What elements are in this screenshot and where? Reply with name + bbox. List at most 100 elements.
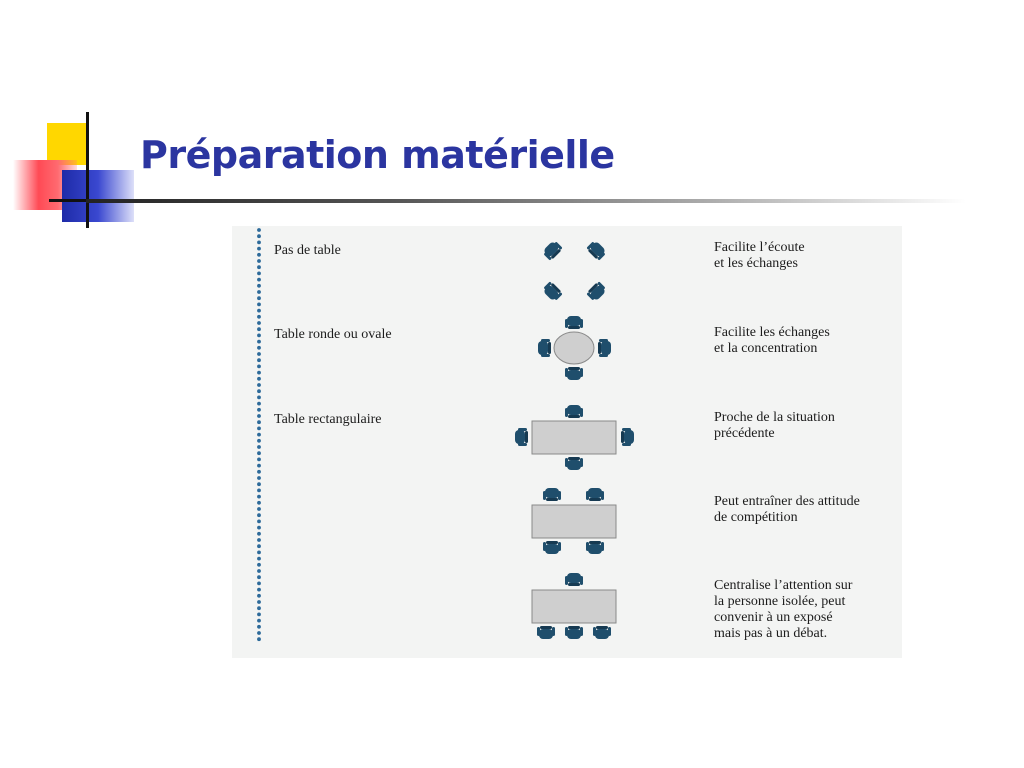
margin-dot xyxy=(257,401,261,406)
margin-dot xyxy=(257,333,261,338)
margin-dot xyxy=(257,395,261,400)
description-line: la personne isolée, peut xyxy=(714,594,846,609)
logo-blue-square xyxy=(62,170,134,222)
logo xyxy=(0,0,140,240)
margin-dot xyxy=(257,228,261,232)
chair-icon xyxy=(565,316,583,329)
row-description-1: Facilite l’écoute et les échanges xyxy=(714,240,805,272)
margin-dot xyxy=(257,438,261,443)
chair-icon xyxy=(565,367,583,380)
margin-dot xyxy=(257,562,261,567)
layout-face-to-face-table xyxy=(531,488,617,554)
margin-dot xyxy=(257,575,261,580)
seating-diagrams xyxy=(515,239,634,639)
chair-icon xyxy=(585,280,608,303)
margin-dot xyxy=(257,321,261,325)
row-label-no-table: Pas de table xyxy=(274,243,341,258)
margin-dot xyxy=(257,618,261,623)
title-underline xyxy=(86,199,966,203)
chair-icon xyxy=(621,428,634,446)
margin-dot xyxy=(257,426,261,431)
margin-dot xyxy=(257,277,261,282)
margin-dot xyxy=(257,314,261,319)
page-title: Préparation matérielle xyxy=(140,133,615,177)
margin-dot xyxy=(257,463,261,468)
rect-table-shape xyxy=(531,504,617,539)
margin-dot xyxy=(257,339,261,344)
chair-icon xyxy=(565,573,583,586)
margin-dot xyxy=(257,358,261,363)
margin-dot xyxy=(257,308,261,313)
layout-no-table xyxy=(541,239,608,303)
margin-dot xyxy=(257,469,261,474)
chair-icon xyxy=(515,428,528,446)
row-description-5: Centralise l’attention sur la personne i… xyxy=(714,578,852,642)
margin-dot xyxy=(257,531,261,536)
margin-dot xyxy=(257,581,261,586)
margin-dot xyxy=(257,544,261,549)
chair-icon xyxy=(565,405,583,418)
chair-icon xyxy=(586,541,604,554)
margin-dot xyxy=(257,507,261,511)
margin-dot xyxy=(257,606,261,611)
chair-icon xyxy=(541,239,564,262)
margin-dot xyxy=(257,252,261,257)
rect-table-shape xyxy=(531,589,617,624)
margin-dot xyxy=(257,451,261,456)
logo-vertical-line xyxy=(86,112,89,228)
row-description-4: Peut entraîner des attitude de compétiti… xyxy=(714,494,860,526)
chair-icon xyxy=(586,488,604,501)
row-description-3: Proche de la situation précédente xyxy=(714,410,835,442)
chair-icon xyxy=(543,488,561,501)
chair-icon xyxy=(543,541,561,554)
description-line: Centralise l’attention sur xyxy=(714,578,853,593)
margin-dot xyxy=(257,383,261,387)
row-label-round-table: Table ronde ou ovale xyxy=(274,327,392,342)
chair-icon xyxy=(585,239,608,262)
margin-dot xyxy=(257,370,261,375)
chair-icon xyxy=(541,280,564,303)
margin-dot xyxy=(257,624,261,629)
margin-dot xyxy=(257,550,261,555)
margin-dot xyxy=(257,234,261,239)
margin-dot xyxy=(257,519,261,524)
margin-dot xyxy=(257,488,261,493)
table-layout-figure: Pas de table Table ronde ou ovale Table … xyxy=(232,226,902,658)
margin-dot xyxy=(257,259,261,263)
layout-round-table xyxy=(538,316,611,380)
description-line: et la concentration xyxy=(714,341,818,356)
description-line: Facilite l’écoute xyxy=(714,240,805,255)
margin-dot xyxy=(257,352,261,356)
margin-dot xyxy=(257,556,261,561)
description-line: Proche de la situation xyxy=(714,410,835,425)
description-line: Facilite les échanges xyxy=(714,325,830,340)
chair-icon xyxy=(537,626,555,639)
chair-icon xyxy=(593,626,611,639)
rect-table-shape xyxy=(531,420,617,455)
margin-dot xyxy=(257,265,261,270)
margin-dot xyxy=(257,457,261,462)
margin-dot xyxy=(257,593,261,598)
margin-dot xyxy=(257,612,261,617)
margin-dot xyxy=(257,345,261,350)
margin-dot xyxy=(257,482,261,487)
margin-dot xyxy=(257,271,261,276)
margin-dot xyxy=(257,445,261,449)
margin-dot xyxy=(257,476,261,480)
margin-dot xyxy=(257,389,261,394)
margin-dot xyxy=(257,587,261,592)
margin-dot xyxy=(257,513,261,518)
margin-dot xyxy=(257,494,261,499)
margin-dot xyxy=(257,637,261,642)
margin-dot xyxy=(257,407,261,412)
margin-dot xyxy=(257,246,261,251)
margin-dot xyxy=(257,631,261,635)
margin-dot xyxy=(257,364,261,369)
chair-icon xyxy=(565,626,583,639)
dotted-margin-line xyxy=(257,228,261,642)
description-line: précédente xyxy=(714,426,775,441)
margin-dot xyxy=(257,569,261,573)
description-line: et les échanges xyxy=(714,256,798,271)
margin-dot xyxy=(257,283,261,288)
margin-dot xyxy=(257,525,261,530)
